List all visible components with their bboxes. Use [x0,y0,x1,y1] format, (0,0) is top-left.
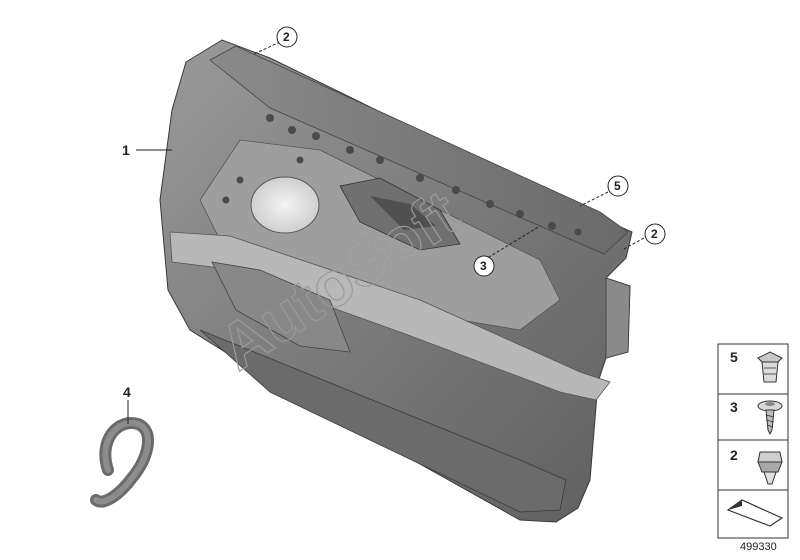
screw-icon [757,400,783,436]
speaker-opening [250,176,320,234]
callout-clip-top: 2 [276,26,298,48]
expanding-nut-icon [757,351,783,383]
legend-label-5: 5 [730,349,738,365]
callout-screw: 3 [473,255,495,277]
edge-flange [605,277,631,359]
svg-text:2: 2 [651,227,658,241]
svg-text:2: 2 [283,30,290,44]
callout-door-panel: 1 [122,142,130,158]
svg-text:3: 3 [480,259,487,273]
parts-legend: 5 3 2 [717,343,789,539]
lower-pocket [199,329,567,513]
pull-handle [211,261,351,353]
diagram-number: 499330 [740,541,777,553]
clip-icon [757,451,783,485]
folded-arrow-icon [726,499,784,527]
leader-lines [127,41,645,424]
upper-trim [209,45,629,255]
handle-recess [370,196,436,230]
armrest-trim [169,231,611,401]
seal [90,417,154,508]
legend-label-2: 2 [730,447,738,463]
callout-seal: 4 [123,384,131,400]
legend-label-3: 3 [730,399,738,415]
svg-text:5: 5 [614,179,621,193]
callout-clip-right: 2 [644,223,666,245]
mounting-holes [222,114,582,236]
door-panel [159,39,633,523]
callout-expanding-nut: 5 [607,175,629,197]
